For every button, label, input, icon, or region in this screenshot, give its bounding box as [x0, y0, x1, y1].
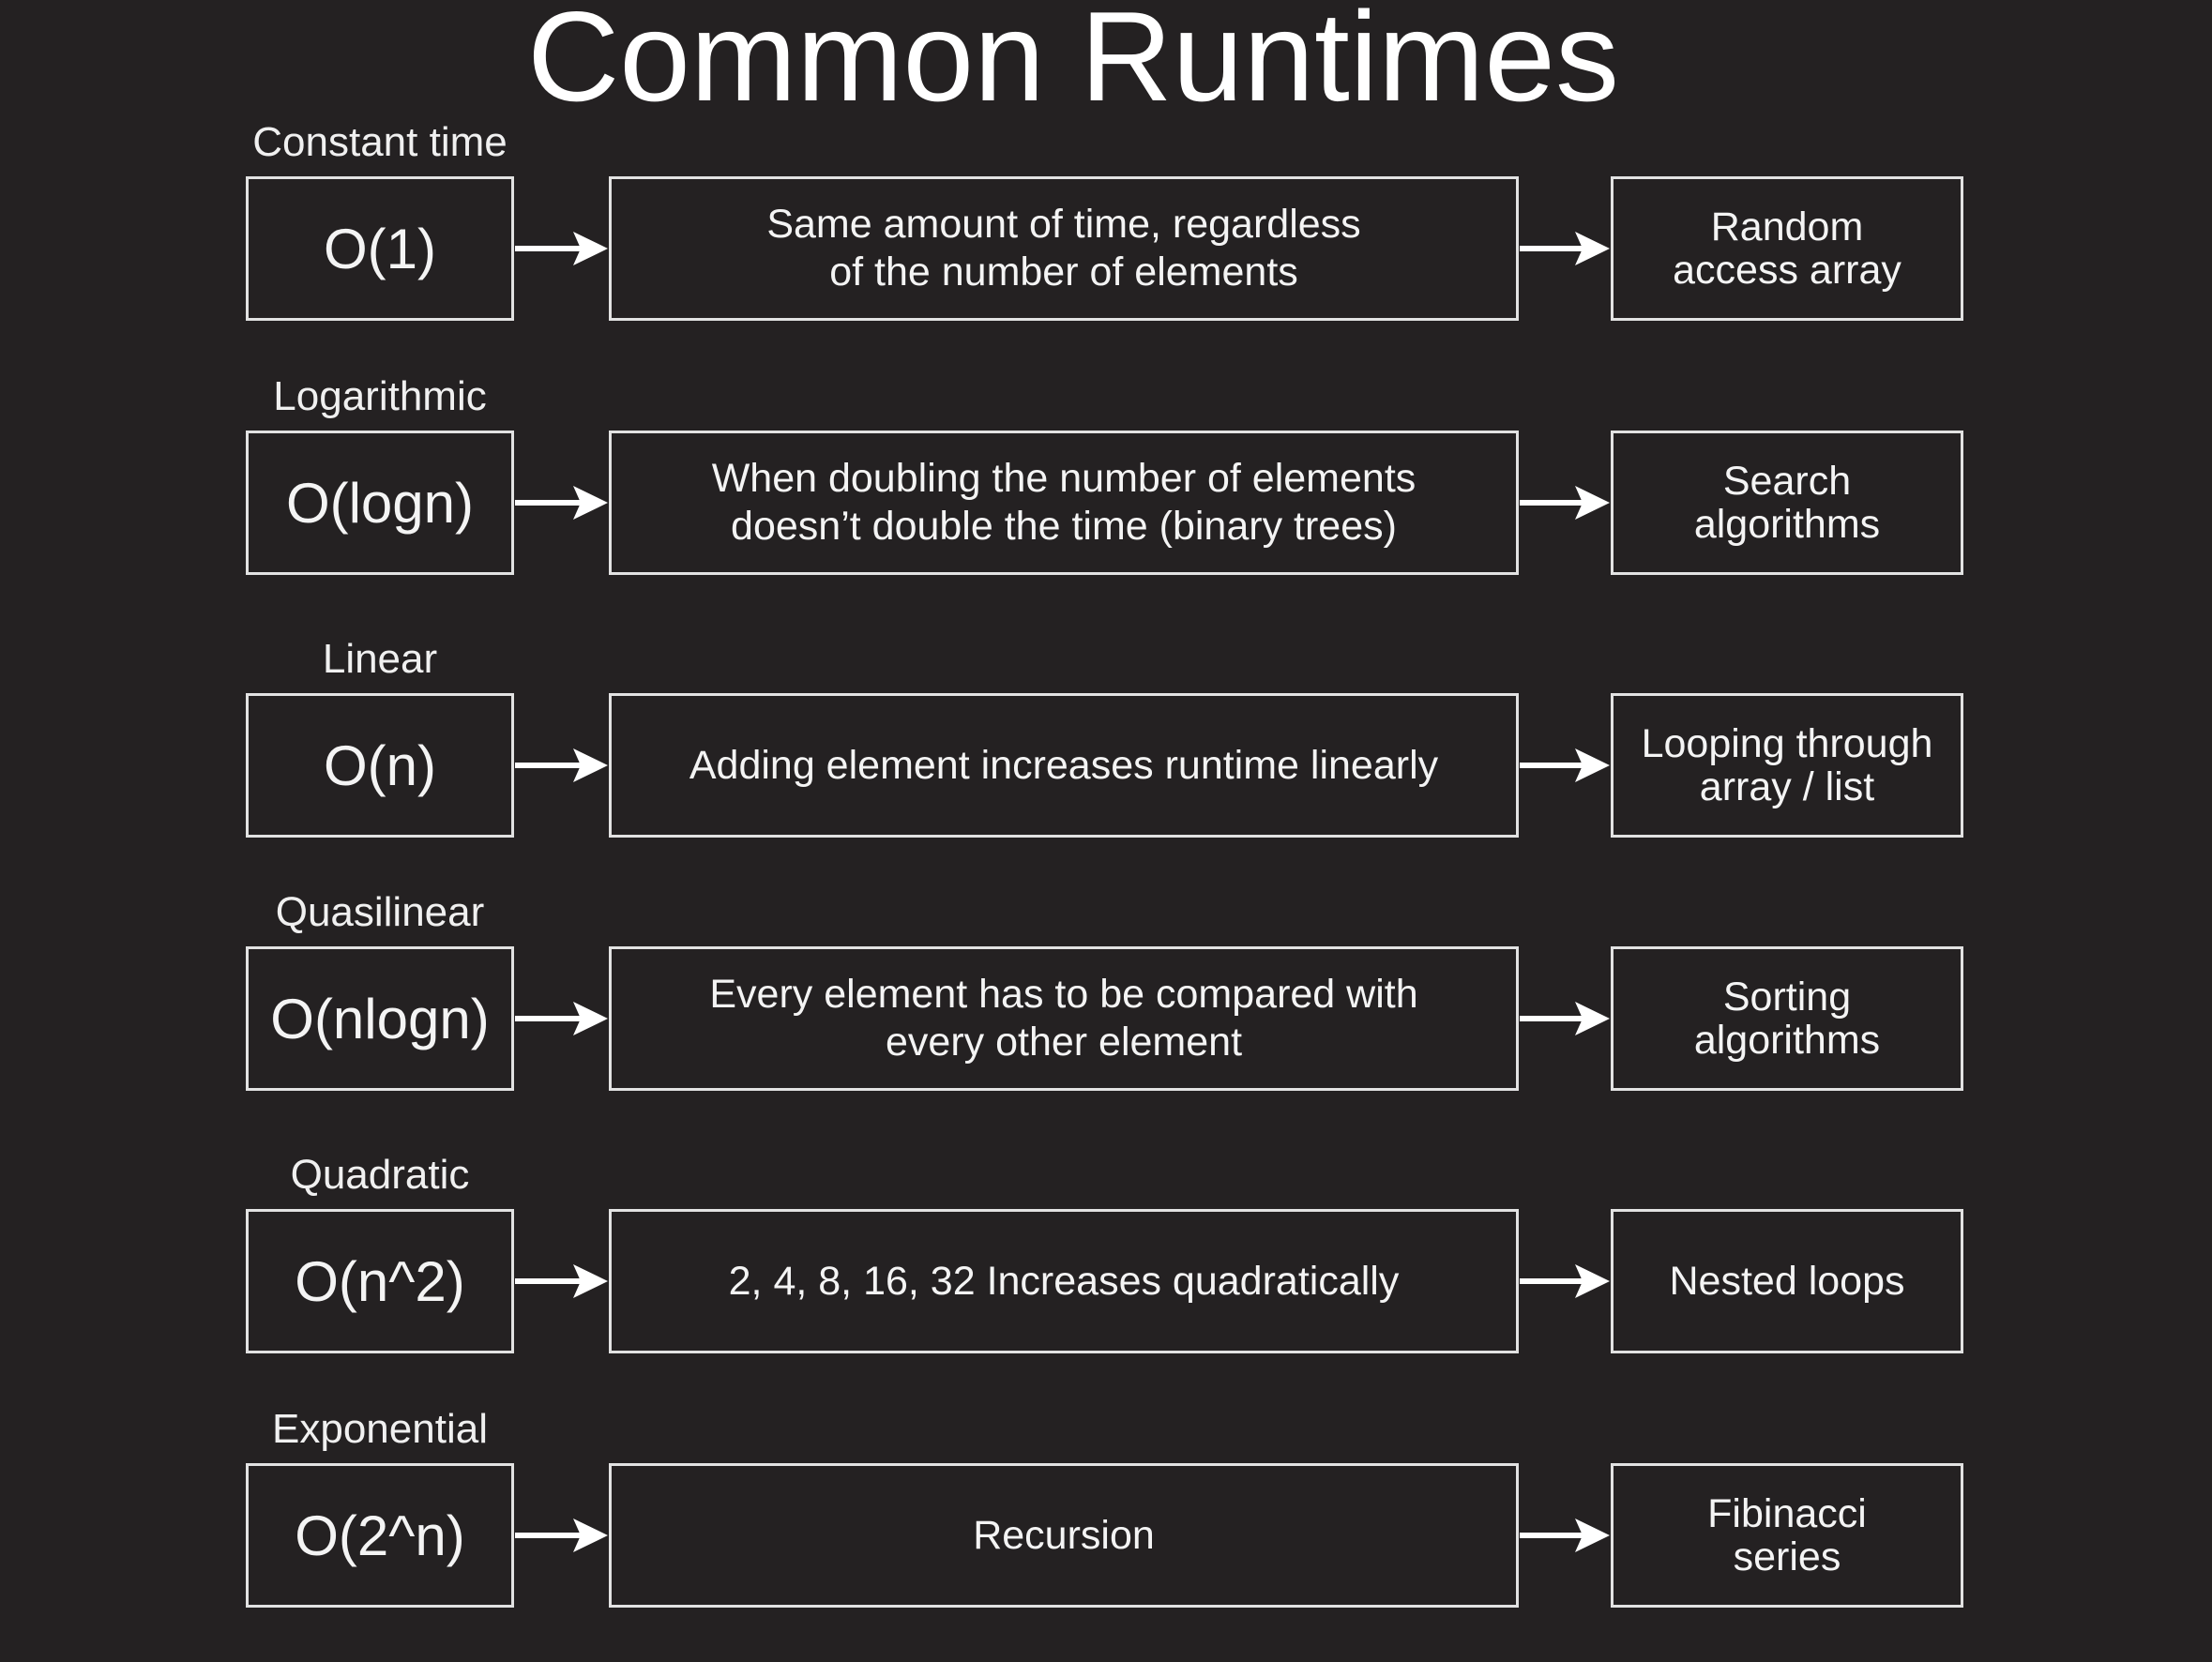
- arrow-right-icon: [515, 230, 608, 267]
- category-label: Linear: [322, 636, 438, 682]
- notation-box: O(logn): [246, 431, 514, 575]
- notation-box: O(2^n): [246, 1463, 514, 1608]
- runtime-row-logarithmic: Logarithmic O(logn) When doubling the nu…: [0, 369, 2212, 584]
- description-box: 2, 4, 8, 16, 32 Increases quadratically: [609, 1209, 1519, 1353]
- category-label: Logarithmic: [273, 373, 487, 419]
- category-label: Quadratic: [290, 1152, 470, 1198]
- description-box: Adding element increases runtime linearl…: [609, 693, 1519, 838]
- example-box: Sorting algorithms: [1611, 946, 1963, 1091]
- arrow-right-icon: [515, 747, 608, 784]
- runtime-row-exponential: Exponential O(2^n) Recursion Fibinacci s…: [0, 1401, 2212, 1617]
- example-box: Nested loops: [1611, 1209, 1963, 1353]
- runtime-row-quadratic: Quadratic O(n^2) 2, 4, 8, 16, 32 Increas…: [0, 1147, 2212, 1363]
- notation-box: O(n): [246, 693, 514, 838]
- arrow-right-icon: [1520, 747, 1610, 784]
- arrow-right-icon: [515, 1517, 608, 1554]
- category-label: Exponential: [272, 1406, 488, 1452]
- arrow-right-icon: [515, 1262, 608, 1300]
- page-title: Common Runtimes: [527, 0, 1619, 128]
- example-box: Random access array: [1611, 176, 1963, 321]
- example-box: Looping through array / list: [1611, 693, 1963, 838]
- category-label: Constant time: [252, 119, 508, 165]
- runtime-row-linear: Linear O(n) Adding element increases run…: [0, 631, 2212, 847]
- category-label: Quasilinear: [275, 889, 485, 935]
- description-box: Every element has to be compared with ev…: [609, 946, 1519, 1091]
- runtime-row-constant: Constant time O(1) Same amount of time, …: [0, 114, 2212, 330]
- arrow-right-icon: [1520, 230, 1610, 267]
- description-box: Same amount of time, regardless of the n…: [609, 176, 1519, 321]
- arrow-right-icon: [1520, 1517, 1610, 1554]
- arrow-right-icon: [1520, 1000, 1610, 1037]
- arrow-right-icon: [515, 484, 608, 521]
- arrow-right-icon: [1520, 484, 1610, 521]
- runtime-row-quasilinear: Quasilinear O(nlogn) Every element has t…: [0, 884, 2212, 1100]
- arrow-right-icon: [1520, 1262, 1610, 1300]
- notation-box: O(n^2): [246, 1209, 514, 1353]
- notation-box: O(nlogn): [246, 946, 514, 1091]
- arrow-right-icon: [515, 1000, 608, 1037]
- example-box: Search algorithms: [1611, 431, 1963, 575]
- notation-box: O(1): [246, 176, 514, 321]
- description-box: When doubling the number of elements doe…: [609, 431, 1519, 575]
- description-box: Recursion: [609, 1463, 1519, 1608]
- example-box: Fibinacci series: [1611, 1463, 1963, 1608]
